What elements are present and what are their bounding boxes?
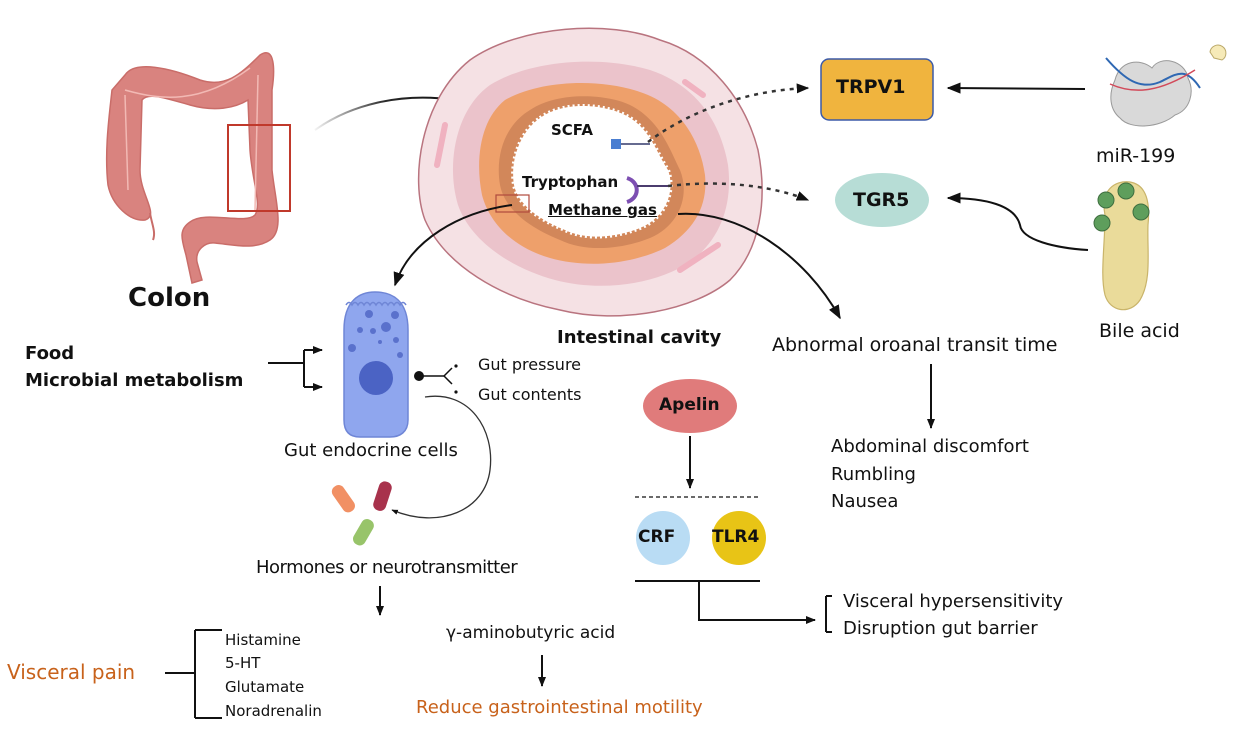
- bile-acid-label: Bile acid: [1099, 320, 1180, 342]
- mediator-5ht: 5-HT: [225, 654, 261, 672]
- crf-circle: [636, 511, 690, 565]
- apelin-ellipse: [643, 379, 737, 433]
- arrow-apelin-effects: [698, 581, 816, 624]
- mir199-label: miR-199: [1096, 145, 1176, 167]
- metabolite-scfa: SCFA: [551, 121, 593, 139]
- mediator-glutamate: Glutamate: [225, 678, 305, 696]
- colon-illustration: [105, 52, 291, 284]
- effects-bracket: [825, 595, 832, 633]
- arrow-cell-hormones-loop: [391, 395, 492, 519]
- lumen: [511, 104, 673, 239]
- hormones-label: Hormones or neurotransmitter: [256, 557, 518, 578]
- stimulus-gut-pressure: Gut pressure: [478, 355, 582, 374]
- colon-highlight-box: [227, 124, 291, 212]
- arrow-bileacid-tgr5: [946, 192, 1089, 251]
- arrow-methane-transit: [677, 212, 841, 320]
- mediator-histamine: Histamine: [225, 631, 301, 649]
- symptom-abdominal-discomfort: Abdominal discomfort: [831, 436, 1029, 457]
- nucleus: [359, 361, 393, 395]
- hormone-granules-icon: [331, 481, 392, 546]
- mediator-noradrenalin: Noradrenalin: [225, 702, 322, 720]
- trpv1-label: TRPV1: [836, 76, 906, 98]
- tryptophan-receptor-icon: [626, 176, 639, 204]
- tlr4-circle: [712, 511, 766, 565]
- input-microbial-metabolism: Microbial metabolism: [25, 370, 244, 391]
- cavity-highlight-box: [495, 194, 530, 213]
- symptom-rumbling: Rumbling: [831, 464, 916, 485]
- metabolite-methane-gas: Methane gas: [548, 201, 657, 219]
- tgr5-ellipse: [835, 173, 929, 227]
- symptom-nausea: Nausea: [831, 491, 899, 512]
- effect-visceral-hypersensitivity: Visceral hypersensitivity: [843, 591, 1064, 612]
- input-food: Food: [25, 343, 75, 364]
- input-bracket-arrows: [268, 346, 323, 391]
- arrow-mir199-trpv1: [946, 82, 1086, 94]
- visceral-pain-bracket: [165, 629, 222, 719]
- intestinal-cavity-label: Intestinal cavity: [557, 327, 722, 348]
- trpv1-box: [820, 58, 934, 121]
- mir199-icon: [1105, 44, 1227, 127]
- endocrine-cell-label: Gut endocrine cells: [284, 440, 458, 461]
- arrow-colon-to-cavity: [314, 92, 457, 131]
- scfa-ligand-icon: [611, 139, 621, 149]
- metabolite-tryptophan: Tryptophan: [522, 173, 619, 191]
- dotted-arrow-scfa-trpv1: [647, 83, 810, 143]
- dotted-arrow-tryptophan-tgr5: [667, 182, 810, 202]
- endocrine-cell-illustration: [343, 291, 409, 438]
- crf-label: CRF: [638, 527, 676, 547]
- colon-label: Colon: [128, 283, 211, 313]
- intestinal-cavity-illustration: [417, 27, 763, 317]
- stimulus-gut-contents: Gut contents: [478, 385, 582, 404]
- tlr4-label: TLR4: [712, 527, 760, 547]
- bile-acid-icon: [1093, 181, 1150, 311]
- transit-time-label: Abnormal oroanal transit time: [772, 334, 1058, 356]
- tgr5-label: TGR5: [853, 189, 910, 211]
- reduce-motility-label: Reduce gastrointestinal motility: [416, 697, 703, 718]
- effect-disruption-gut-barrier: Disruption gut barrier: [843, 618, 1038, 639]
- visceral-pain-label: Visceral pain: [7, 660, 136, 684]
- arrow-cavity-endocrine: [393, 204, 513, 287]
- apelin-label: Apelin: [659, 395, 720, 415]
- stimuli-connector: [414, 364, 458, 394]
- colon-shape: [105, 52, 279, 284]
- gaba-label: γ-aminobutyric acid: [446, 623, 616, 643]
